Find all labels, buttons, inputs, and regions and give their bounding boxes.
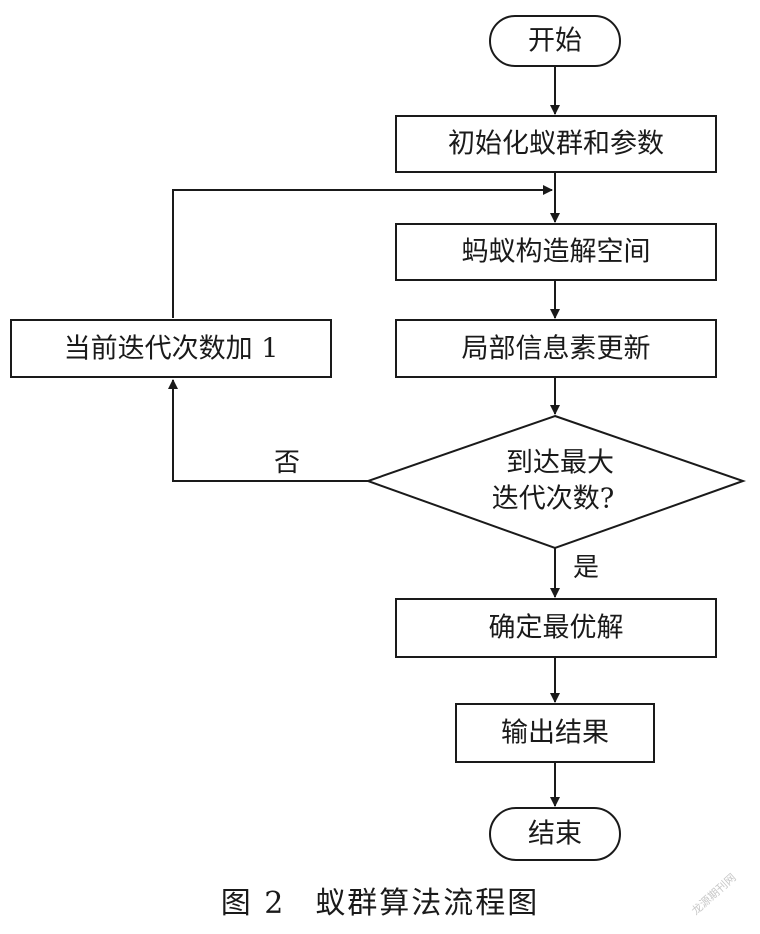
edge-increment-to-loop-back (172, 185, 553, 318)
start-label: 开始 (528, 26, 582, 57)
construct-label: 蚂蚁构造解空间 (462, 237, 651, 268)
best-solution-node: 确定最优解 (395, 598, 717, 658)
flowchart: 开始 初始化蚁群和参数 蚂蚁构造解空间 局部信息素更新 当前迭代次数加 1 到达… (10, 15, 747, 861)
figure-number: 图 2 (220, 886, 286, 921)
end-label: 结束 (528, 819, 582, 850)
edge-label-no: 否 (274, 448, 300, 478)
best-solution-label: 确定最优解 (489, 613, 624, 644)
decision-node: 到达最大 迭代次数? (364, 414, 747, 550)
output-node: 输出结果 (455, 703, 655, 763)
local-update-node: 局部信息素更新 (395, 319, 717, 378)
edge-label-yes: 是 (573, 553, 599, 583)
start-node: 开始 (489, 15, 621, 67)
local-update-label: 局部信息素更新 (462, 334, 651, 365)
init-node: 初始化蚁群和参数 (395, 115, 717, 173)
decision-label-line2: 迭代次数? (492, 484, 614, 515)
figure-title: 蚁群算法流程图 (315, 886, 540, 921)
end-node: 结束 (489, 807, 621, 861)
decision-label-line1: 到达最大 (506, 448, 614, 479)
output-label: 输出结果 (501, 718, 609, 749)
edge-decision-no-to-increment (168, 379, 368, 482)
figure-caption: 图 2 蚁群算法流程图 (0, 878, 760, 922)
increment-label: 当前迭代次数加 1 (64, 334, 279, 365)
increment-node: 当前迭代次数加 1 (10, 319, 332, 378)
init-label: 初始化蚁群和参数 (448, 129, 664, 160)
construct-node: 蚂蚁构造解空间 (395, 223, 717, 281)
